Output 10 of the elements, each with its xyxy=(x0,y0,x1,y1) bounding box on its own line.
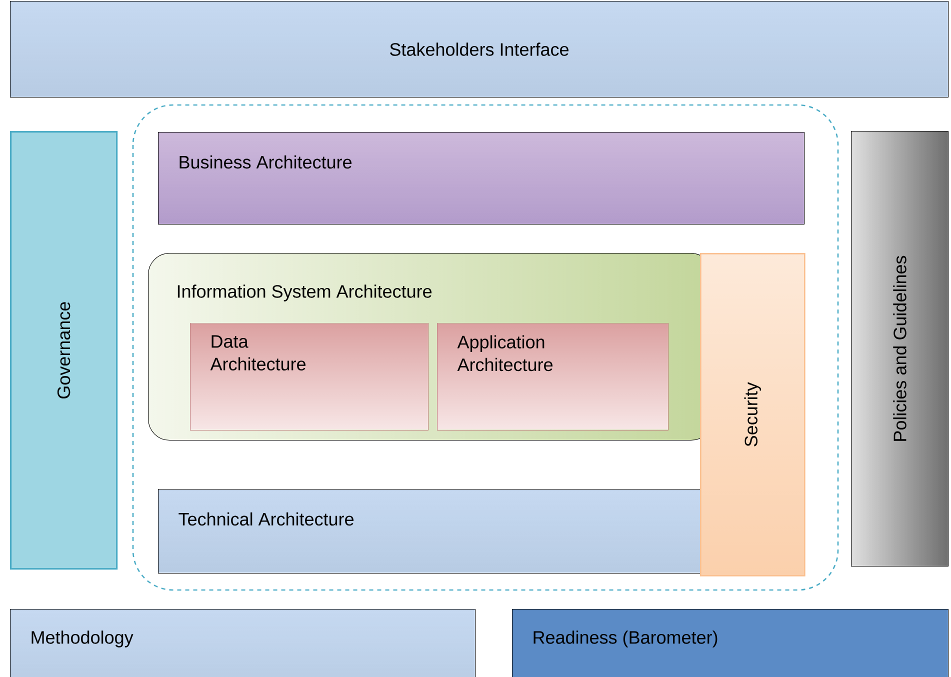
vertical-panel: Governance xyxy=(10,131,118,570)
panel: Data Architecture xyxy=(190,323,429,431)
panel: Stakeholders Interface xyxy=(10,1,949,98)
vertical-panel: Policies and Guidelines xyxy=(851,131,949,567)
panel: Readiness (Barometer) xyxy=(512,609,949,677)
panel: Business Architecture xyxy=(158,132,805,225)
panel: Application Architecture xyxy=(437,323,669,431)
panel: Methodology xyxy=(10,609,476,677)
panel: Technical Architecture xyxy=(158,489,701,574)
vertical-panel: Security xyxy=(700,253,806,576)
